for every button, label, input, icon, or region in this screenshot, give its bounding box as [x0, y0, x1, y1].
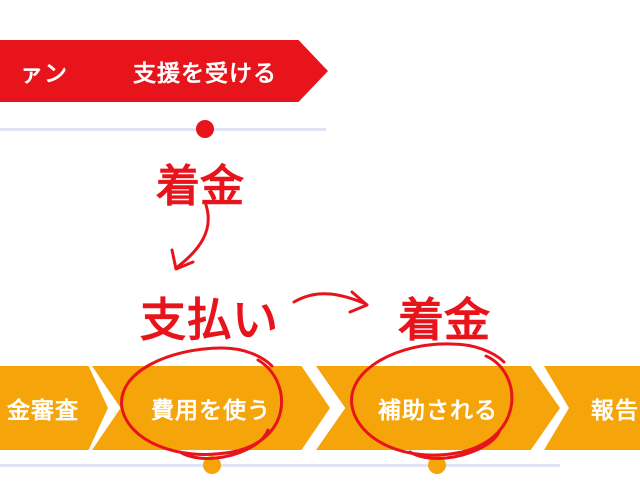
- spend-dot: [203, 456, 221, 474]
- payment-label: 支払い: [140, 293, 278, 347]
- bottom-step-subsidized-label: 補助される: [378, 398, 498, 424]
- down-arrow: [174, 203, 210, 270]
- subsidy-circle: [350, 342, 514, 460]
- bottom-step-report-label: 報告: [591, 398, 639, 424]
- right-arrow: [292, 292, 368, 306]
- down-arrowhead: [170, 248, 195, 271]
- top-step-fan-label: ァン: [20, 61, 68, 87]
- bottom-step-subsidized: 補助される: [316, 366, 560, 450]
- top-receipt-dot: [196, 120, 214, 138]
- top-step-receive-support-label: 支援を受ける: [133, 61, 277, 87]
- right-arrowhead: [348, 290, 369, 314]
- subsidy-dot: [428, 456, 446, 474]
- bottom-step-report: 報告: [544, 366, 640, 450]
- top-step-receive-support: 支援を受ける: [82, 40, 328, 102]
- top-timeline: [0, 128, 326, 131]
- bottom-step-review: 金審査: [0, 366, 108, 450]
- bottom-step-review-label: 金審査: [7, 398, 79, 424]
- bottom-receipt-label: 着金: [398, 293, 490, 347]
- bottom-timeline: [0, 464, 560, 467]
- bottom-step-spend-label: 費用を使う: [151, 398, 271, 424]
- spend-circle: [120, 346, 283, 460]
- top-receipt-label: 着金: [156, 161, 244, 212]
